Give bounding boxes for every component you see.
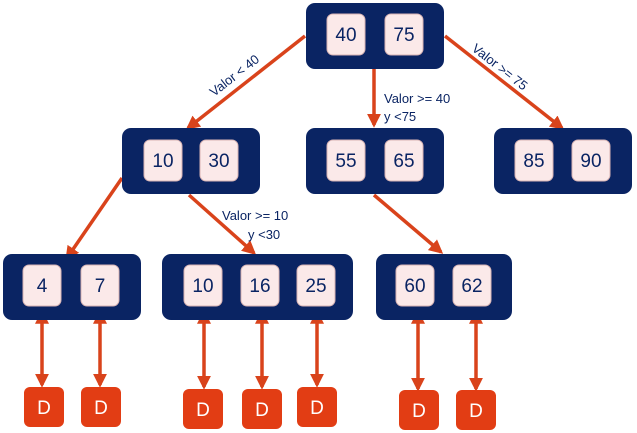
- key-62: 62: [461, 276, 482, 297]
- edge-label-mid-line1: Valor >= 10: [222, 208, 288, 223]
- svg-text:D: D: [196, 400, 210, 421]
- edge-root-to-right: [443, 34, 565, 130]
- key-10: 10: [152, 151, 173, 172]
- svg-text:D: D: [310, 398, 324, 419]
- node-10-30: 10 30: [122, 128, 260, 194]
- edge-middle-to-child: [372, 193, 444, 254]
- data-leaf: D: [24, 387, 64, 427]
- node-10-16-25: 10 16 25: [162, 254, 353, 320]
- svg-text:D: D: [412, 401, 426, 422]
- svg-text:D: D: [37, 398, 51, 419]
- svg-text:D: D: [469, 401, 483, 422]
- node-55-65: 55 65: [306, 128, 444, 194]
- key-25: 25: [305, 276, 326, 297]
- edge-label-root-middle-line2: y <75: [384, 109, 416, 124]
- edge-label-mid-line2: y <30: [248, 227, 280, 242]
- node-85-90: 85 90: [494, 128, 632, 194]
- key-65: 65: [393, 151, 414, 172]
- key-60: 60: [404, 276, 425, 297]
- data-leaf: D: [183, 389, 223, 429]
- key-30: 30: [208, 151, 229, 172]
- node-60-62: 60 62: [376, 254, 512, 320]
- edge-left-to-leftchild: [65, 177, 124, 261]
- data-leaf: D: [297, 387, 337, 427]
- svg-text:D: D: [255, 400, 269, 421]
- key-55: 55: [335, 151, 356, 172]
- node-4-7: 4 7: [3, 254, 141, 320]
- key-40: 40: [335, 25, 356, 46]
- key-10b: 10: [192, 276, 213, 297]
- data-leaf: D: [399, 390, 439, 430]
- key-75: 75: [393, 25, 414, 46]
- data-leaf: D: [456, 390, 496, 430]
- edge-left-to-middlechild: [187, 193, 257, 255]
- key-7: 7: [95, 276, 106, 297]
- data-leaf: D: [242, 389, 282, 429]
- key-4: 4: [37, 276, 48, 297]
- data-leaf: D: [81, 387, 121, 427]
- key-85: 85: [523, 151, 544, 172]
- root-node: 40 75: [306, 3, 444, 69]
- edge-label-root-middle-line1: Valor >= 40: [384, 91, 450, 106]
- key-16: 16: [249, 276, 270, 297]
- edge-root-to-left: [185, 34, 307, 130]
- key-90: 90: [580, 151, 601, 172]
- svg-text:D: D: [94, 398, 108, 419]
- edge-label-root-right: Valor >= 75: [469, 41, 530, 94]
